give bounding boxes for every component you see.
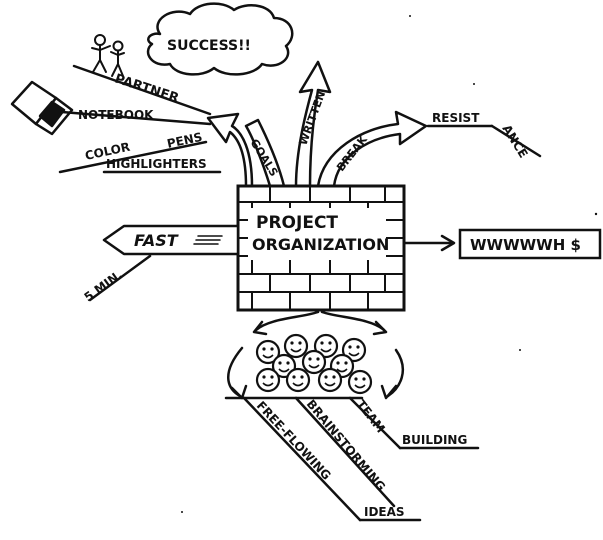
wall-to-team-arrows	[227, 310, 405, 400]
team-label: TEAM	[354, 397, 388, 435]
smiley-face-icon	[301, 349, 327, 375]
partner-label: PARTNER	[113, 72, 181, 107]
smiley-faces-icon	[255, 333, 373, 395]
smiley-face-icon	[285, 367, 311, 393]
tools-branch-lines	[58, 64, 222, 174]
success-text: SUCCESS!!	[167, 38, 251, 54]
smiley-face-icon	[347, 369, 373, 395]
pens-label: PENS	[166, 130, 204, 151]
written-arrow	[294, 60, 332, 188]
resist-label: RESIST	[432, 111, 480, 125]
ance-label: ANCE	[499, 122, 530, 160]
ideas-label: IDEAS	[364, 505, 405, 519]
resist-branch-lines	[426, 124, 542, 158]
smiley-face-icon	[255, 367, 281, 393]
smiley-face-icon	[313, 333, 339, 359]
break-arrow	[316, 110, 428, 188]
cloud-icon	[146, 2, 294, 76]
center-title-line2: ORGANIZATION	[252, 235, 389, 254]
brick-wall-icon	[236, 184, 406, 312]
center-title-line1: PROJECT	[256, 213, 338, 233]
fast-arrow	[88, 224, 240, 302]
highlighters-label: HIGHLIGHTERS	[106, 157, 207, 171]
wwwwwh-label: WWWWWH $	[470, 236, 581, 254]
smiley-face-icon	[283, 333, 309, 359]
smiley-face-icon	[255, 339, 281, 365]
wwwwwh-arrow	[402, 228, 602, 260]
smiley-face-icon	[317, 367, 343, 393]
building-label: BUILDING	[402, 433, 467, 447]
smiley-face-icon	[341, 337, 367, 363]
fast-label: FAST	[134, 231, 179, 250]
laptop-icon	[10, 80, 74, 136]
stick-figures-icon	[91, 34, 125, 77]
goals-arrow	[206, 112, 286, 188]
team-branch-lines	[224, 396, 480, 522]
paper-specks	[181, 15, 598, 513]
five-min-label: 5 MIN.	[82, 268, 125, 305]
notebook-label: NOTEBOOK	[78, 108, 154, 122]
success-cloud: SUCCESS!!	[146, 2, 294, 76]
